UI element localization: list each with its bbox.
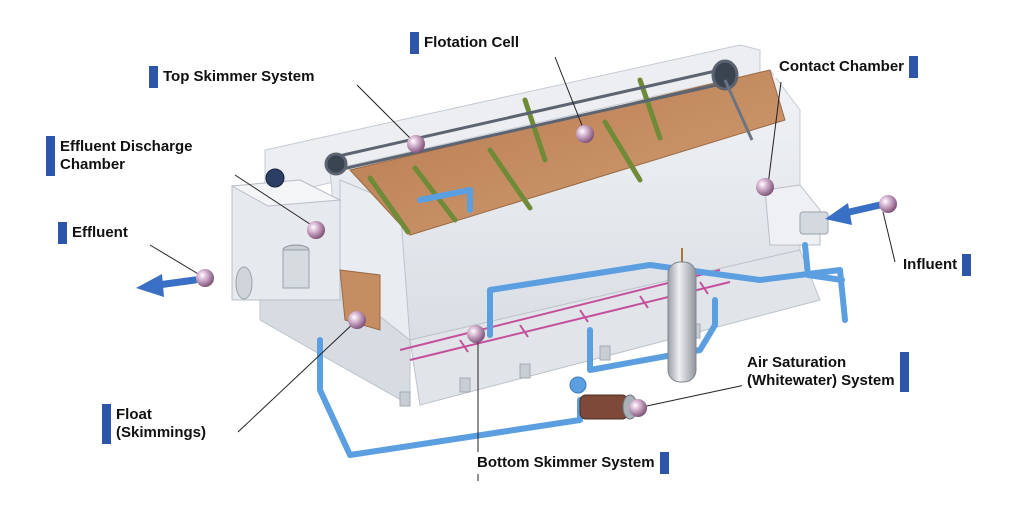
float-marker <box>348 311 366 329</box>
label-text: Effluent <box>72 224 128 241</box>
saturation-vessel <box>667 248 697 383</box>
contact-chamber-marker <box>756 178 774 196</box>
label-text-line2: (Skimmings) <box>116 424 207 441</box>
label-bar <box>102 404 111 444</box>
top-skimmer-rails <box>324 59 754 176</box>
label-effluent: Effluent <box>58 222 133 244</box>
label-text: Top Skimmer System <box>163 68 315 85</box>
label-bar <box>58 222 67 244</box>
label-bar <box>909 56 919 78</box>
label-text: Bottom Skimmer System <box>477 454 655 471</box>
effluent-discharge-chamber-box <box>230 168 342 301</box>
flotation-cell-marker <box>576 125 594 143</box>
label-text-line1: Air Saturation <box>747 354 847 371</box>
label-flotation-cell: Flotation Cell <box>410 32 524 54</box>
influent-marker <box>879 195 897 213</box>
label-influent: Influent <box>898 254 972 276</box>
effluent-arrow <box>136 274 199 297</box>
top-skimmer-marker <box>407 135 425 153</box>
label-text-line2: Chamber <box>60 156 126 173</box>
label-contact-chamber: Contact Chamber <box>774 56 919 78</box>
label-air-saturation-system: Air Saturation (Whitewater) System <box>742 352 909 392</box>
effluent-discharge-marker <box>307 221 325 239</box>
contact-chamber-box <box>764 184 829 246</box>
label-bar <box>659 452 669 474</box>
label-bar <box>410 32 419 54</box>
label-text: Contact Chamber <box>779 58 905 75</box>
label-bar <box>899 352 909 392</box>
label-bar <box>149 66 158 88</box>
label-effluent-discharge-chamber: Effluent Discharge Chamber <box>46 136 198 176</box>
label-bar <box>962 254 972 276</box>
influent-arrow <box>825 201 884 225</box>
label-text-line2: (Whitewater) System <box>747 372 895 389</box>
effluent-marker <box>196 269 214 287</box>
label-bar <box>46 136 55 176</box>
label-text: Flotation Cell <box>424 34 519 51</box>
label-float-skimmings: Float (Skimmings) <box>102 404 212 444</box>
air-saturation-marker <box>629 399 647 417</box>
label-top-skimmer-system: Top Skimmer System <box>149 66 320 88</box>
label-text: Influent <box>903 256 958 273</box>
label-bottom-skimmer-system: Bottom Skimmer System <box>472 452 669 474</box>
label-text-line1: Effluent Discharge <box>60 138 193 155</box>
label-text-line1: Float <box>116 406 152 423</box>
skimmer-flights <box>367 77 663 235</box>
bottom-skimmer-marker <box>467 325 485 343</box>
callout-markers <box>196 125 897 417</box>
